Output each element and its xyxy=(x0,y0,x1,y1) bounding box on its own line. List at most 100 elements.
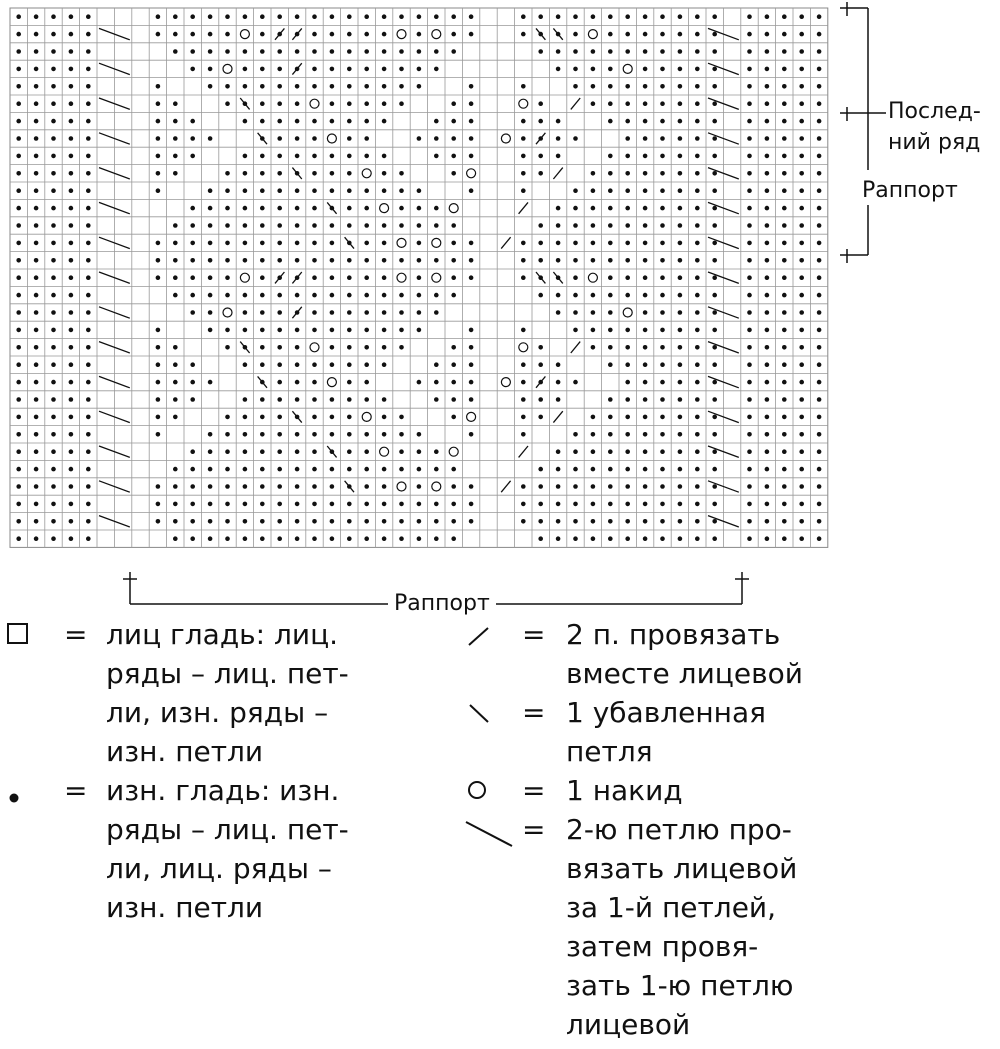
purl-dot xyxy=(294,501,300,507)
purl-dot xyxy=(590,171,596,176)
ssk-stitch xyxy=(257,375,268,389)
purl-dot xyxy=(677,414,683,420)
purl-dot xyxy=(747,205,752,211)
purl-dot xyxy=(521,136,526,141)
purl-dot xyxy=(573,466,578,472)
purl-dot xyxy=(625,240,630,246)
ssk-stitch xyxy=(326,201,338,215)
purl-dot xyxy=(677,432,683,437)
purl-dot xyxy=(68,84,74,89)
purl-dot xyxy=(329,414,335,420)
purl-dot xyxy=(51,466,56,472)
purl-dot xyxy=(590,310,596,315)
purl-dot xyxy=(642,188,648,193)
purl-dot xyxy=(381,310,387,315)
purl-dot xyxy=(712,345,717,350)
purl-dot xyxy=(294,258,300,263)
purl-dot xyxy=(155,275,161,281)
purl-dot xyxy=(381,362,387,368)
purl-dot xyxy=(695,379,700,385)
purl-dot xyxy=(399,501,404,507)
purl-dot xyxy=(816,379,822,385)
purl-dot xyxy=(33,223,39,228)
purl-dot xyxy=(677,449,683,455)
purl-dot xyxy=(625,205,630,211)
purl-dot xyxy=(312,379,317,385)
purl-dot xyxy=(747,118,752,124)
purl-dot xyxy=(190,536,195,541)
purl-dot xyxy=(225,31,230,37)
purl-dot xyxy=(16,484,22,489)
purl-dot xyxy=(399,327,404,333)
purl-dot xyxy=(451,466,457,472)
purl-dot xyxy=(16,397,22,402)
purl-dot xyxy=(538,519,543,524)
purl-dot xyxy=(155,14,161,19)
purl-dot xyxy=(590,49,596,54)
purl-dot xyxy=(364,362,370,368)
k2tog-stitch xyxy=(500,480,512,493)
purl-dot xyxy=(312,66,317,72)
purl-dot xyxy=(538,397,543,402)
purl-dot xyxy=(555,66,561,72)
knit-eq: = xyxy=(64,618,88,651)
purl-dot xyxy=(764,66,770,72)
purl-dot xyxy=(155,379,161,385)
purl-dot xyxy=(68,136,74,141)
purl-dot xyxy=(434,292,439,298)
purl-dot xyxy=(347,66,352,72)
k2tog-stitch xyxy=(552,167,564,180)
purl-dot xyxy=(277,519,283,524)
purl-dot xyxy=(434,501,439,507)
purl-dot xyxy=(799,466,804,472)
purl-dot xyxy=(660,258,665,263)
purl-dot xyxy=(695,519,700,524)
yo-eq: = xyxy=(522,774,546,807)
purl-dot xyxy=(677,153,683,159)
purl-dot xyxy=(799,14,804,19)
purl-dot xyxy=(747,379,752,385)
purl-dot xyxy=(277,223,283,228)
purl-dot xyxy=(625,379,630,385)
purl-dot xyxy=(190,223,195,228)
purl-dot xyxy=(68,362,74,368)
purl-dot xyxy=(625,484,630,489)
purl-dot xyxy=(68,379,74,385)
purl-dot xyxy=(329,258,335,263)
k2tog-stitch xyxy=(291,27,303,41)
purl-dot xyxy=(294,484,300,489)
purl-dot xyxy=(764,153,770,159)
purl-dot xyxy=(468,432,474,437)
purl-dot xyxy=(799,536,804,541)
purl-dot xyxy=(451,536,457,541)
purl-dot xyxy=(416,188,422,193)
purl-dot xyxy=(677,205,683,211)
yarn-over xyxy=(500,377,511,388)
purl-dot xyxy=(207,536,213,541)
purl-dot xyxy=(33,258,39,263)
purl-dot xyxy=(782,136,787,141)
ssk-eq: = xyxy=(522,696,546,729)
purl-dot xyxy=(381,519,387,524)
purl-dot xyxy=(642,14,648,19)
purl-dot xyxy=(329,310,335,315)
purl-dot xyxy=(416,49,422,54)
purl-dot xyxy=(468,188,474,193)
purl-dot xyxy=(33,205,39,211)
purl-dot xyxy=(642,31,648,37)
purl-dot xyxy=(51,153,56,159)
cross-stitch xyxy=(707,480,740,493)
purl-dot xyxy=(33,414,39,420)
purl-dot xyxy=(677,66,683,72)
purl-dot xyxy=(695,449,700,455)
purl-dot xyxy=(312,49,317,54)
purl-dot xyxy=(764,432,770,437)
purl-dot xyxy=(608,536,613,541)
ssk-stitch xyxy=(291,167,303,180)
purl-dot xyxy=(364,501,370,507)
purl-dot xyxy=(695,205,700,211)
purl-dot xyxy=(747,536,752,541)
purl-dot xyxy=(782,258,787,263)
purl-dot xyxy=(225,49,230,54)
purl-dot xyxy=(625,275,630,281)
